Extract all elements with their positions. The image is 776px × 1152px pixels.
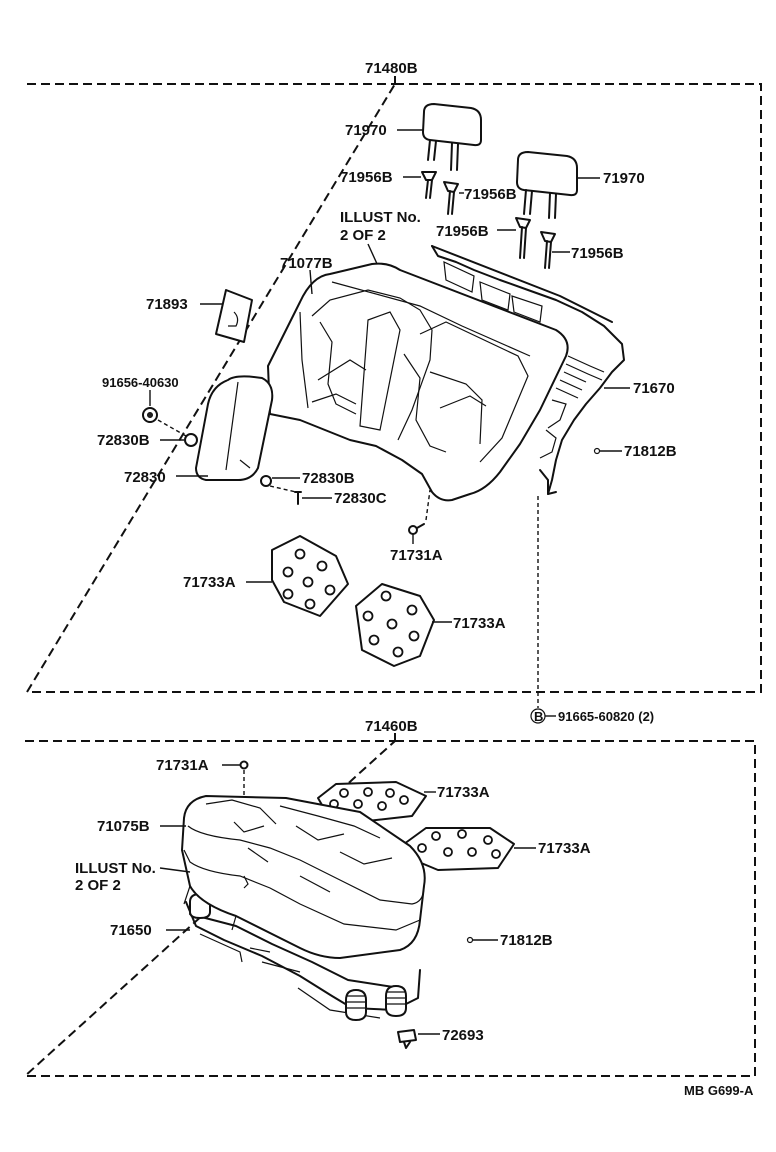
label-pad-bottom-lower: 71733A — [538, 840, 591, 857]
label-external-bolt: 91665-60820 (2) — [558, 709, 654, 724]
clip-lower — [260, 475, 272, 487]
leader-illust-top — [367, 243, 379, 267]
cushion-frame-part — [185, 893, 421, 1021]
label-hook-bottom: 71812B — [500, 932, 553, 949]
seat-back-cover — [267, 262, 569, 502]
clip-upper — [184, 433, 198, 447]
label-cushion-frame: 71650 — [110, 922, 152, 939]
seat-cushion-cover — [181, 795, 426, 959]
clip-72693 — [397, 1029, 417, 1049]
seat-back-group-label: 71480B — [365, 60, 418, 77]
external-bolt-callout: B 91665-60820 (2) — [530, 496, 654, 724]
hook-top — [593, 447, 601, 455]
label-clip-72693: 72693 — [442, 1027, 484, 1044]
label-support-1: 71956B — [340, 169, 393, 186]
label-headrest-right: 71970 — [603, 170, 645, 187]
label-clip-lower: 72830B — [302, 470, 355, 487]
label-support-3: 71956B — [436, 223, 489, 240]
leader-pin-dashed — [269, 485, 297, 493]
label-bracket: 71893 — [146, 296, 188, 313]
headrest-support-1 — [421, 171, 437, 199]
label-headrest-left: 71970 — [345, 122, 387, 139]
illust-note-bottom-line1: ILLUST No. — [75, 860, 156, 877]
label-frame: 71670 — [633, 380, 675, 397]
label-support-4: 71956B — [571, 245, 624, 262]
figure-code: MB G699-A — [684, 1083, 754, 1098]
label-fastener-top: 71731A — [390, 547, 443, 564]
label-pad-right: 71733A — [453, 615, 506, 632]
leader-illust-bottom — [159, 867, 191, 873]
seat-back-frame-part — [431, 245, 625, 495]
seat-back-frame-border — [25, 76, 762, 693]
illust-note-bottom-line2: 2 OF 2 — [75, 877, 121, 894]
bolt-91656-symbol — [142, 407, 158, 423]
illust-note-top-line1: ILLUST No. — [340, 209, 421, 226]
armrest-part — [195, 375, 274, 481]
label-clip-upper: 72830B — [97, 432, 150, 449]
illust-note-top-line2: 2 OF 2 — [340, 227, 386, 244]
headrest-left — [422, 103, 482, 171]
pin-part — [294, 491, 302, 505]
seat-cushion-group: 71460B 71731A 71733A — [22, 718, 756, 1077]
bracket-part — [215, 289, 253, 343]
seat-cushion-frame-border — [22, 733, 756, 1077]
headrest-support-4 — [540, 231, 556, 269]
label-pin: 72830C — [334, 490, 387, 507]
pad-right — [355, 583, 435, 667]
label-cushion-cover: 71075B — [97, 818, 150, 835]
leader-bolt-dashed — [157, 419, 187, 437]
headrest-right — [516, 151, 578, 219]
external-bolt-symbol-letter: B — [534, 709, 543, 724]
fastener-top — [408, 523, 425, 535]
label-pad-left: 71733A — [183, 574, 236, 591]
label-bolt-91656: 91656-40630 — [102, 375, 179, 390]
label-fastener-bottom: 71731A — [156, 757, 209, 774]
fastener-bottom — [239, 760, 249, 770]
label-hook-top: 71812B — [624, 443, 677, 460]
label-armrest: 72830 — [124, 469, 166, 486]
seat-cushion-group-label: 71460B — [365, 718, 418, 735]
label-support-2: 71956B — [464, 186, 517, 203]
seat-back-group: 71480B 71970 71970 71956B 71956B — [25, 60, 762, 693]
label-pad-bottom-top: 71733A — [437, 784, 490, 801]
pad-left — [271, 535, 349, 617]
leader-fastener-dashed — [425, 489, 431, 521]
label-back-cover: 71077B — [280, 255, 333, 272]
headrest-support-3 — [515, 217, 531, 259]
leader-back-cover — [309, 269, 313, 295]
headrest-support-2 — [443, 181, 459, 215]
hook-bottom — [466, 936, 474, 944]
